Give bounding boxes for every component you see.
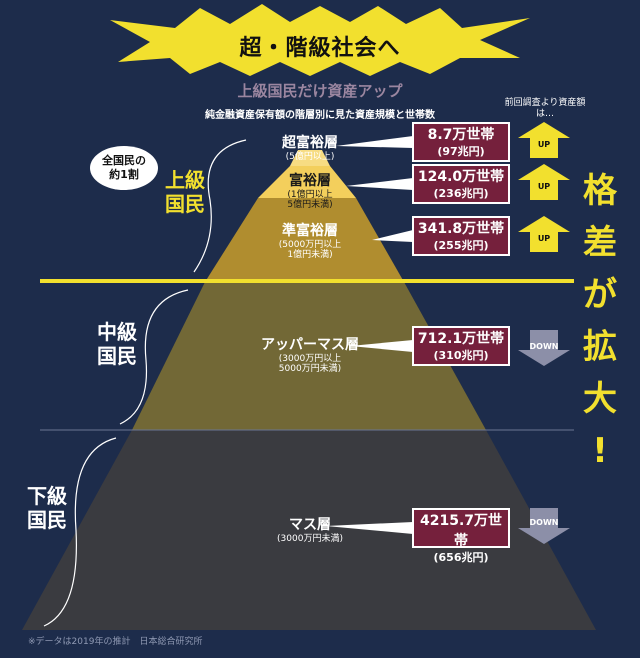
tier-label-affluent: 富裕層 (1億円以上 5億円未満) (287, 173, 333, 210)
callout-pointer-4 (326, 522, 413, 534)
pyramid-layer-super-affluent (290, 150, 330, 166)
trend-arrow-up-0 (518, 122, 570, 158)
bubble-line-1: 全国民の (102, 154, 146, 167)
trend-label-mass: DOWN (529, 518, 559, 527)
pyramid-layer-mass (22, 430, 596, 630)
title-burst-text: 超・階級社会へ (239, 36, 401, 61)
stat-box-semi-affluent: 341.8万世帯 (255兆円) (412, 216, 510, 256)
pyramid-layer-semi-affluent (205, 198, 404, 282)
callout-pointer-0 (336, 136, 413, 148)
pyramid-layer-upper-mass (132, 282, 486, 430)
gap-widening-slogan: 格差が 拡大! (583, 171, 617, 471)
lower-class-bracket (43, 437, 117, 627)
trend-arrow-up-1 (518, 164, 570, 200)
trend-arrow-down-3 (518, 330, 570, 366)
middle-class-label: 中級国民 (97, 320, 137, 368)
pyramid-layer-affluent (258, 166, 356, 198)
upper-class-bracket (193, 139, 247, 273)
bubble-line-2: 約1割 (109, 168, 139, 181)
previous-survey-note: 前回調査より資産額は… (504, 98, 586, 119)
stat-box-affluent: 124.0万世帯 (236兆円) (412, 164, 510, 204)
tier-label-semi-affluent: 準富裕層 (5000万円以上 1億円未満) (278, 223, 342, 260)
trend-label-upper-mass: DOWN (529, 342, 559, 351)
stat-box-super-affluent: 8.7万世帯 (97兆円) (412, 122, 510, 162)
diagram-subheading: 純金融資産保有額の階層別に見た資産規模と世帯数 (205, 110, 435, 121)
stat-box-upper-mass: 712.1万世帯 (310兆円) (412, 326, 510, 366)
diagram-heading: 上級国民だけ資産アップ (237, 82, 403, 100)
lower-class-label: 下級国民 (27, 484, 67, 532)
callout-pointer-3 (350, 340, 413, 352)
source-footnote: ※データは2019年の推計 日本総合研究所 (28, 637, 203, 647)
tier-label-upper-mass: アッパーマス層 (3000万円以上 5000万円未満) (261, 337, 359, 374)
upper-class-label: 上級国民 (165, 168, 205, 216)
callout-pointer-1 (346, 178, 413, 190)
middle-class-bracket (119, 289, 189, 425)
population-share-bubble: 全国民の 約1割 (90, 146, 158, 190)
trend-arrow-up-2 (518, 216, 570, 252)
tier-label-mass: マス層 (3000万円未満) (277, 517, 343, 544)
trend-arrow-down-4 (518, 508, 570, 544)
tier-label-super-affluent: 超富裕層 (5億円以上) (282, 135, 338, 162)
title-starburst (110, 4, 530, 76)
trend-label-semi-affluent: UP (537, 234, 551, 243)
stat-box-mass: 4215.7万世帯 (656兆円) (412, 508, 510, 564)
callout-pointer-2 (372, 230, 413, 242)
trend-label-affluent: UP (537, 182, 551, 191)
trend-label-super-affluent: UP (537, 140, 551, 149)
